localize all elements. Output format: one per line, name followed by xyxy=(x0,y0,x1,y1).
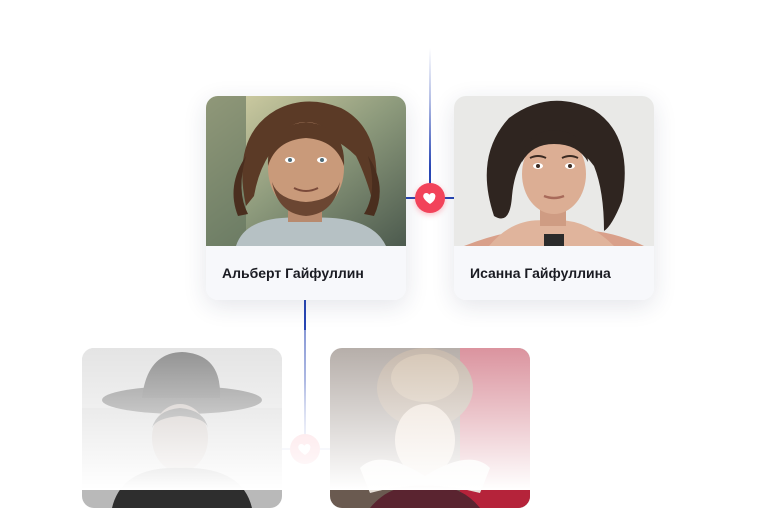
ancestor-card-left[interactable] xyxy=(82,348,282,508)
person-name: Альберт Гайфуллин xyxy=(222,265,364,281)
person-card-albert[interactable]: Альберт Гайфуллин xyxy=(206,96,406,300)
man-in-hat-portrait xyxy=(82,348,282,508)
connector-line xyxy=(429,48,431,198)
connector-line xyxy=(304,298,306,448)
connector-line xyxy=(406,197,418,199)
connector-line xyxy=(282,448,290,450)
marriage-link-button[interactable] xyxy=(415,183,445,213)
name-bar: Исанна Гайфуллина xyxy=(454,246,654,300)
marriage-link-button[interactable] xyxy=(290,434,320,464)
ancestor-card-right[interactable] xyxy=(330,348,530,508)
connector-line xyxy=(320,448,330,450)
heart-icon xyxy=(423,193,436,204)
woman-portrait xyxy=(454,96,654,246)
man-portrait xyxy=(206,96,406,246)
heart-icon xyxy=(298,444,311,455)
person-card-isanna[interactable]: Исанна Гайфуллина xyxy=(454,96,654,300)
name-bar: Альберт Гайфуллин xyxy=(206,246,406,300)
family-tree-canvas: Альберт Гайфуллин Исанна Гайфуллина xyxy=(0,48,760,508)
connector-line xyxy=(443,197,455,199)
renaissance-woman-portrait xyxy=(330,348,530,508)
person-name: Исанна Гайфуллина xyxy=(470,265,611,281)
